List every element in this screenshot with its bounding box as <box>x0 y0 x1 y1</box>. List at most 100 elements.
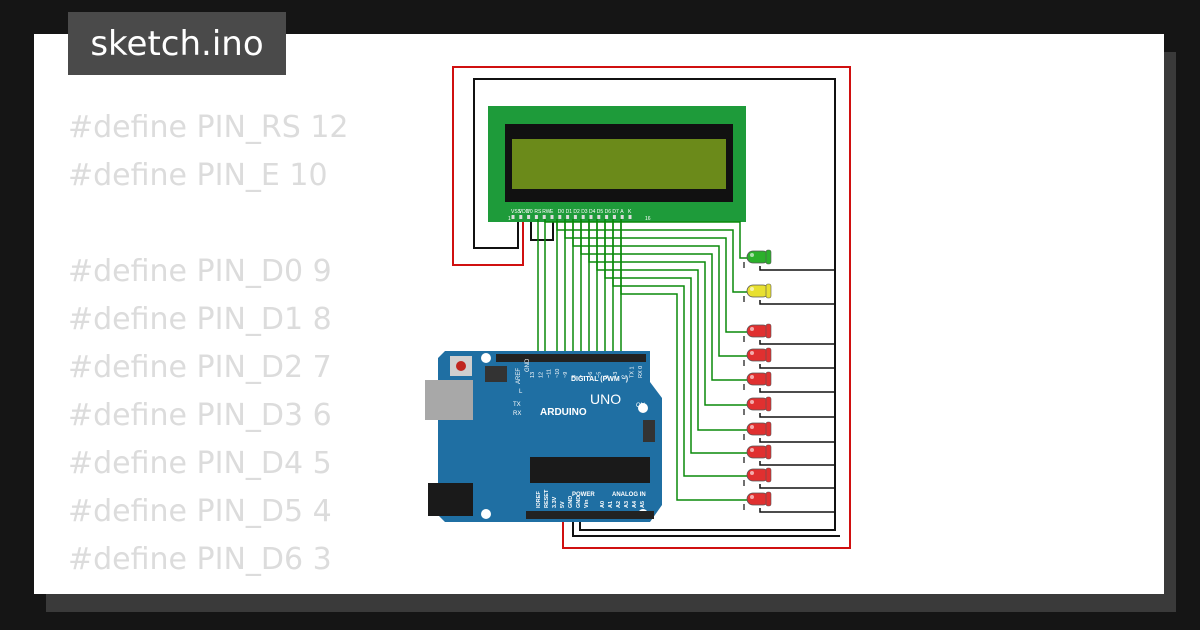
lcd-pin <box>527 215 531 219</box>
analog-pin-label: A0 <box>600 501 606 508</box>
code-line: #define PIN_E 10 <box>68 158 328 193</box>
lcd-pin-label: RS <box>534 209 542 215</box>
led-ground-wire <box>759 438 835 443</box>
arduino-uno-board: GND AREF DIGITAL (PWM ~) ARDUINO UNO TX … <box>425 351 662 522</box>
power-wire <box>452 66 851 549</box>
code-preview: #define PIN_RS 12 #define PIN_E 10 #define… <box>68 104 349 594</box>
led-ground-wire <box>759 508 835 513</box>
digital-pin-label: 13 <box>530 372 536 378</box>
led-ground-wire <box>759 266 835 271</box>
code-line: #define PIN_D6 3 <box>68 542 332 577</box>
lcd-pin-label: V0 <box>527 209 533 215</box>
lcd-pin <box>542 215 546 219</box>
gnd-label: GND <box>525 358 531 372</box>
power-pin-label: GND <box>576 496 582 508</box>
lcd-pin-label: D3 <box>581 209 588 215</box>
digital-pin-label: 7 <box>580 375 586 378</box>
lcd-pin-label: D1 <box>566 209 573 215</box>
power-label: POWER <box>572 492 595 498</box>
preview-card: #define PIN_RS 12 #define PIN_E 10 #define… <box>34 34 1164 594</box>
power-pin-label: RESET <box>544 489 550 508</box>
digital-pin-label: TX 1 <box>630 366 636 378</box>
lcd-pin-label: VSS <box>511 209 522 215</box>
wokwi-logo: WOKWI <box>979 531 1127 578</box>
power-pin-label: IOREF <box>536 491 542 508</box>
reset-button-cap <box>456 361 466 371</box>
aref-label: AREF <box>516 368 522 384</box>
led-group <box>746 249 772 507</box>
lcd-pin <box>534 215 538 219</box>
lcd-pin <box>558 215 562 219</box>
led-ground-wire <box>759 340 835 345</box>
power-header <box>526 511 602 519</box>
led-ground-wire <box>759 300 835 305</box>
arduino-brand: ARDUINO <box>540 407 587 418</box>
led-ground-wire <box>759 484 835 489</box>
power-pin-label: Vin <box>584 499 590 508</box>
lcd-pin <box>573 215 577 219</box>
power-jack <box>428 483 473 516</box>
lcd-pin <box>605 215 609 219</box>
l-label: L <box>519 389 523 395</box>
lcd-pin <box>589 215 593 219</box>
arduino-model: UNO <box>590 391 621 407</box>
ground-wire <box>473 215 519 249</box>
digital-pin-label: 4 <box>605 375 611 378</box>
lcd-pin-label: E <box>550 209 554 215</box>
led-ground-rail <box>743 262 836 530</box>
lcd-pin-label: D0 <box>558 209 565 215</box>
lcd-pin-label: D6 <box>605 209 612 215</box>
digital-pin-label: ~10 <box>555 369 561 378</box>
lcd-pin-first: 1 <box>508 216 511 222</box>
lcd-pin-label: D4 <box>589 209 596 215</box>
power-pin-label: 3.3V <box>552 496 558 508</box>
digital-pin-label: ~5 <box>596 372 602 378</box>
lcd-screen <box>512 139 726 189</box>
analog-header <box>600 511 654 519</box>
rx-label: RX <box>513 411 521 417</box>
code-line: #define PIN_D4 5 <box>68 446 332 481</box>
lcd-pin <box>581 215 585 219</box>
lcd-pin-label: VDD <box>519 209 530 215</box>
analog-pin-label: A3 <box>624 501 630 508</box>
led-ground-wire <box>759 461 835 466</box>
digital-pin-label: 12 <box>538 372 544 378</box>
analog-pin-label: A1 <box>608 501 614 508</box>
analog-pin-label: A4 <box>632 500 638 508</box>
code-line: #define PIN_D3 6 <box>68 398 332 433</box>
on-label: ON <box>636 403 645 409</box>
led-ground-wire <box>759 388 835 393</box>
file-tab[interactable]: sketch.ino <box>68 12 286 75</box>
digital-pin-label: 8 <box>572 375 578 378</box>
analog-label: ANALOG IN <box>612 492 646 498</box>
data-wires <box>537 219 747 520</box>
lcd-pin-label: K <box>628 209 632 215</box>
lcd-pin <box>597 215 601 219</box>
digital-pin-label: ~6 <box>588 372 594 378</box>
digital-pin-label: RX 0 <box>638 366 644 378</box>
lcd-pin-label: D2 <box>573 209 580 215</box>
lcd-pin-label: D7 <box>612 209 619 215</box>
tx-label: TX <box>513 402 521 408</box>
lcd-pin-last: 16 <box>645 216 651 222</box>
rw-ground-wire <box>530 215 554 241</box>
code-line: #define PIN_D7 2 <box>68 584 349 594</box>
power-pin-label: 5V <box>560 501 566 508</box>
usb-port <box>425 380 473 420</box>
digital-header <box>496 354 646 362</box>
wokwi-logo-text: WOKWI <box>979 531 1126 577</box>
led-ground-wire <box>759 364 835 369</box>
code-line: #define PIN_D1 8 <box>68 302 332 337</box>
code-line: #define PIN_RS 12 <box>68 110 349 145</box>
digital-pin-label: ~11 <box>547 369 553 378</box>
atmega-chip <box>530 457 650 483</box>
code-line: #define PIN_D5 4 <box>68 494 332 529</box>
lcd-pin <box>511 215 515 219</box>
code-line: #define PIN_D2 7 <box>68 350 332 385</box>
led-data-wire <box>572 219 747 357</box>
lcd-pin <box>620 215 624 219</box>
lcd-pin <box>612 215 616 219</box>
power-pin-label: GND <box>568 496 574 508</box>
